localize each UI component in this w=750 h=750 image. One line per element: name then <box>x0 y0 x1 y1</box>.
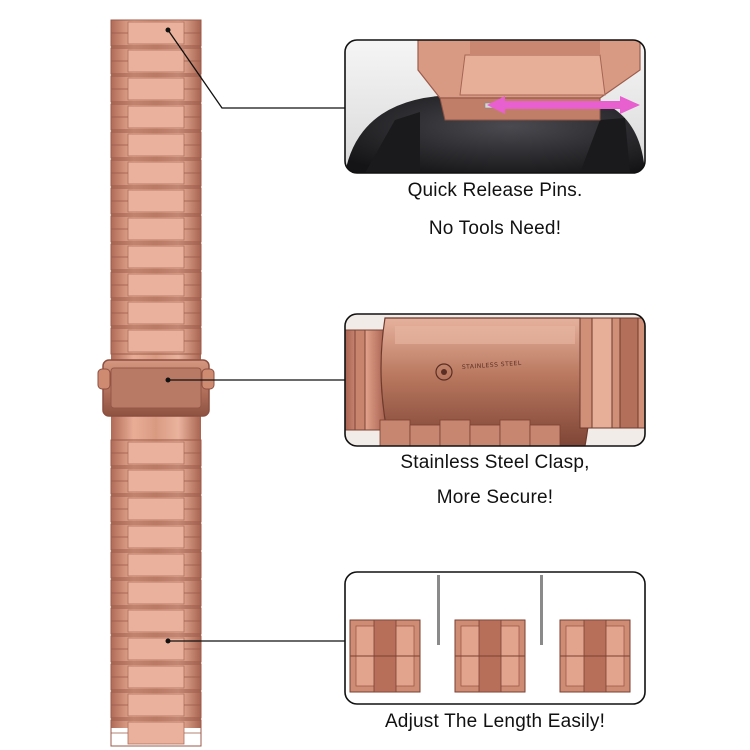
link-group <box>349 619 421 693</box>
band-link <box>110 551 202 579</box>
watch-band <box>97 19 215 747</box>
caption-clasp-line2: More Secure! <box>436 487 554 508</box>
band-links <box>110 19 202 747</box>
link-pin-right <box>540 575 543 645</box>
caption-quick-release-line1: Quick Release Pins. <box>407 180 583 201</box>
band-link <box>110 327 202 355</box>
band-link <box>110 635 202 663</box>
band-link <box>110 719 202 747</box>
panel-adjust-links <box>344 571 646 705</box>
link-group <box>559 619 631 693</box>
band-link <box>110 579 202 607</box>
band-link <box>110 131 202 159</box>
band-link <box>110 523 202 551</box>
callout-lines <box>165 27 345 644</box>
band-link <box>110 663 202 691</box>
band-link <box>110 607 202 635</box>
panel-quick-release <box>344 39 646 174</box>
link-groups <box>349 619 631 693</box>
caption-adjust-length: Adjust The Length Easily! <box>384 711 606 732</box>
band-link <box>110 299 202 327</box>
band-link <box>110 103 202 131</box>
double-arrow-icon <box>487 96 640 114</box>
band-link <box>110 439 202 467</box>
band-link <box>110 215 202 243</box>
clasp-stamp-text: STAINLESS STEEL <box>462 360 522 371</box>
band-clasp <box>97 359 215 417</box>
band-link <box>110 691 202 719</box>
link-pin-left <box>437 575 440 645</box>
band-link <box>110 187 202 215</box>
band-link <box>110 159 202 187</box>
callout-line-pins <box>167 29 345 109</box>
band-link <box>110 19 202 47</box>
band-link <box>110 271 202 299</box>
band-link <box>110 75 202 103</box>
caption-quick-release-line2: No Tools Need! <box>428 218 562 239</box>
panel-clasp: STAINLESS STEEL <box>344 313 646 447</box>
link-group <box>454 619 526 693</box>
band-link <box>110 243 202 271</box>
clasp-emblem-icon <box>435 363 453 381</box>
band-link <box>110 467 202 495</box>
caption-clasp-line1: Stainless Steel Clasp, <box>400 452 590 473</box>
band-link <box>110 495 202 523</box>
band-link <box>110 47 202 75</box>
